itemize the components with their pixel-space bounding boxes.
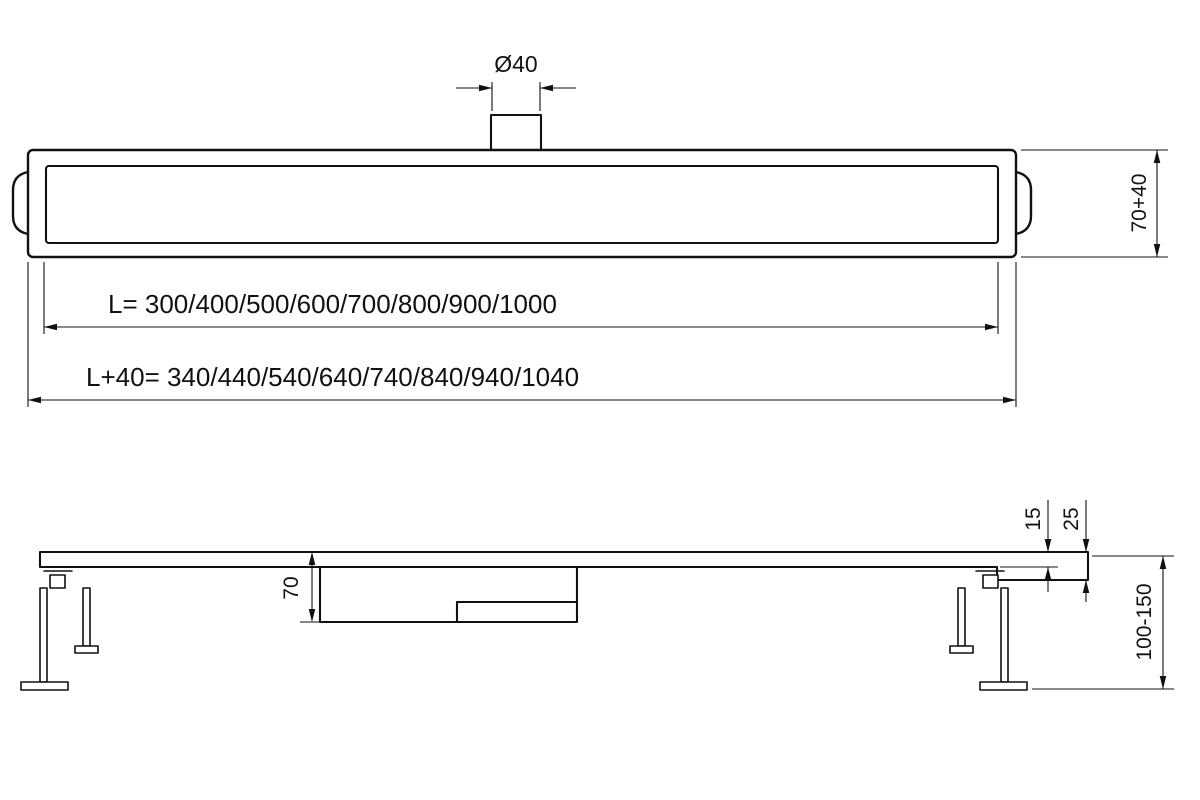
flange-height-label: 15 [1022, 507, 1045, 530]
arrowhead [28, 396, 41, 404]
channel-sump [318, 565, 579, 624]
extension-lines [491, 82, 541, 111]
clamp-block [49, 574, 66, 589]
extension-lines [27, 262, 1017, 407]
leg-height-label: 100-150 [1133, 583, 1156, 660]
arrowhead [1082, 580, 1090, 593]
arrowhead [308, 609, 316, 622]
height-label: 70+40 [1128, 174, 1151, 233]
dim-edge-height: 25 [1060, 500, 1090, 602]
extension-lines [43, 262, 999, 334]
left-foot-assembly [20, 570, 99, 691]
arrowhead [479, 84, 492, 92]
pipe-diameter-label: Ø40 [494, 51, 537, 77]
arrowhead [1082, 539, 1090, 552]
arrowhead [44, 323, 57, 331]
side-view [20, 550, 1090, 691]
arrowhead [540, 84, 553, 92]
adjust-rod [957, 587, 966, 647]
extension-lines [1021, 149, 1168, 258]
leg-rod [1000, 587, 1009, 683]
dim-channel-depth: 70 [280, 552, 320, 623]
adjust-rod [82, 587, 91, 647]
right-ear-tab [1014, 170, 1033, 236]
extension-lines [1032, 555, 1174, 690]
foot-base-plate [979, 681, 1028, 691]
dim-total-length: L+40= 340/440/540/640/740/840/940/1040 [27, 262, 1017, 407]
clamp-block [982, 574, 999, 589]
right-foot-assembly [949, 570, 1028, 691]
edge-height-label: 25 [1060, 507, 1083, 530]
arrowhead [1153, 244, 1161, 257]
dim-length: L= 300/400/500/600/700/800/900/1000 [43, 262, 999, 334]
dim-height: 70+40 [1021, 149, 1168, 258]
adjust-nut [949, 645, 974, 654]
leg-rod [39, 587, 48, 683]
top-view [11, 113, 1033, 259]
drain-grate [44, 164, 1000, 245]
arrowhead [1159, 556, 1167, 569]
outlet-pipe-stub [489, 113, 543, 152]
arrowhead [1159, 676, 1167, 689]
dim-pipe-diameter: Ø40 [456, 51, 576, 111]
dim-flange-height: 15 [1000, 500, 1058, 592]
arrowhead [1044, 539, 1052, 552]
arrowhead [1153, 150, 1161, 163]
left-ear-tab [11, 170, 30, 236]
channel-depth-label: 70 [280, 576, 303, 599]
channel-profile [38, 550, 1090, 582]
adjust-nut [74, 645, 99, 654]
arrowhead [985, 323, 998, 331]
dim-leg-height: 100-150 [1032, 555, 1174, 690]
arrowhead [1044, 567, 1052, 580]
foot-base-plate [20, 681, 69, 691]
length-label: L= 300/400/500/600/700/800/900/1000 [108, 289, 557, 319]
arrowhead [1003, 396, 1016, 404]
total-length-label: L+40= 340/440/540/640/740/840/940/1040 [86, 362, 579, 392]
arrowhead [308, 552, 316, 565]
